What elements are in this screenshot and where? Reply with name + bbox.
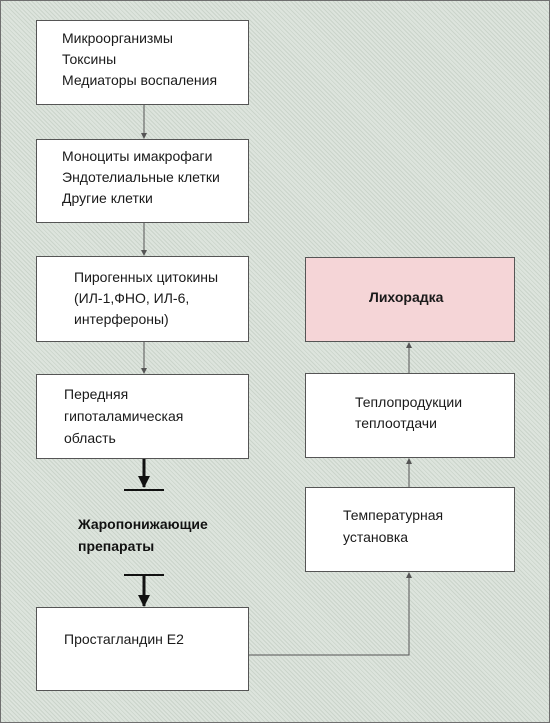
- hypothalamus-box: Передняя гипоталамическая область: [36, 374, 249, 459]
- cytokines-line: (ИЛ-1,ФНО, ИЛ-6,: [74, 290, 190, 306]
- prostaglandin-box: Простагландин Е2: [36, 607, 249, 691]
- cells-line: Другие клетки: [62, 190, 153, 206]
- cells-line: Эндотелиальные клетки: [62, 169, 220, 185]
- cytokines-line: интерфероны): [74, 311, 169, 327]
- heat-balance-box: Теплопродукции теплоотдачи: [305, 373, 515, 458]
- causes-line: Токсины: [62, 51, 117, 67]
- setpoint-box: Температурная установка: [305, 487, 515, 572]
- heat-line: теплоотдачи: [355, 415, 437, 431]
- prostaglandin-line: Простагландин Е2: [64, 631, 184, 647]
- fever-box: Лихорадка: [305, 257, 515, 342]
- antipyretic-drugs-label: Жаропонижающие препараты: [78, 513, 208, 557]
- fever-line: Лихорадка: [369, 289, 444, 305]
- cells-box: Моноциты имакрофаги Эндотелиальные клетк…: [36, 139, 249, 223]
- cytokines-box: Пирогенных цитокины (ИЛ-1,ФНО, ИЛ-6, инт…: [36, 256, 249, 342]
- hypothalamus-line: гипоталамическая: [64, 408, 184, 424]
- setpoint-line: установка: [343, 529, 409, 545]
- hypothalamus-line: область: [64, 430, 116, 446]
- drugs-line: препараты: [78, 538, 155, 554]
- setpoint-line: Температурная: [343, 507, 444, 523]
- causes-line: Микроорганизмы: [62, 30, 173, 46]
- cells-line: Моноциты имакрофаги: [62, 148, 213, 164]
- drugs-line: Жаропонижающие: [78, 516, 208, 532]
- arrow-prostaglandin-to-setpoint: [249, 572, 412, 656]
- causes-line: Медиаторы воспаления: [62, 72, 218, 88]
- cytokines-line: Пирогенных цитокины: [74, 269, 219, 285]
- heat-line: Теплопродукции: [355, 394, 463, 410]
- causes-box: Микроорганизмы Токсины Медиаторы воспале…: [36, 20, 249, 105]
- hypothalamus-line: Передняя: [64, 386, 129, 402]
